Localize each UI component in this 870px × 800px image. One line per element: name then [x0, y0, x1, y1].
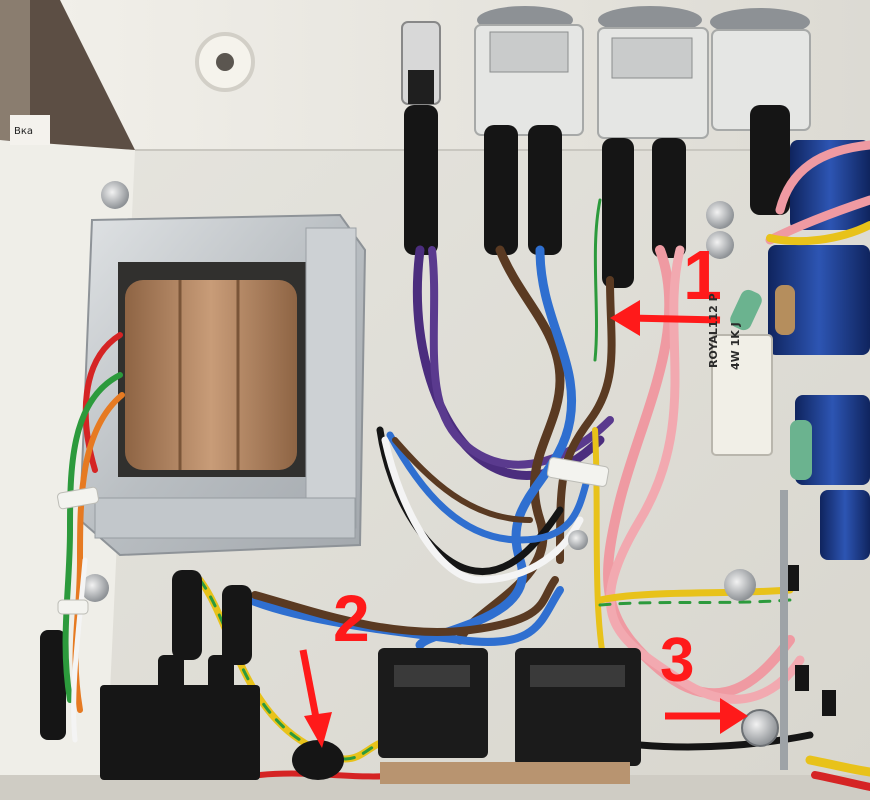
rear-socket-3	[710, 8, 811, 131]
paper-label	[10, 115, 50, 145]
washer-4	[568, 530, 588, 550]
terminal-block	[100, 570, 260, 780]
washer-2	[706, 231, 734, 259]
power-transformer	[78, 213, 367, 557]
heat-shrink-boots	[40, 105, 790, 740]
resistor-print-line-2: 4W 1K J	[729, 322, 742, 370]
rear-socket-2	[597, 6, 709, 139]
annotation-arrows	[299, 300, 748, 748]
ferrite-bead	[292, 740, 344, 780]
annotation-label-1: 1	[683, 236, 722, 314]
rear-socket-1	[474, 6, 584, 136]
washer-1	[706, 201, 734, 229]
resistor-print-line-1: ROYAL112 P	[707, 293, 720, 368]
power-resistor	[711, 334, 773, 456]
ground-lug	[741, 709, 779, 747]
cable-ties	[57, 457, 610, 615]
washer-3	[724, 569, 756, 601]
wiring	[62, 140, 870, 791]
input-jack-1	[378, 648, 488, 758]
transformer-nut-bottom	[81, 574, 109, 602]
chassis-left-shadow	[0, 0, 135, 150]
arrow-1	[629, 314, 721, 324]
transformer-coil	[125, 280, 297, 470]
edge-text: Вка	[14, 126, 33, 137]
input-jack-2	[515, 648, 641, 766]
transformer-nut-top	[101, 181, 129, 209]
annotation-label-2: 2	[333, 581, 370, 655]
cork-pad	[380, 762, 630, 784]
annotation-label-3: 3	[660, 626, 695, 695]
